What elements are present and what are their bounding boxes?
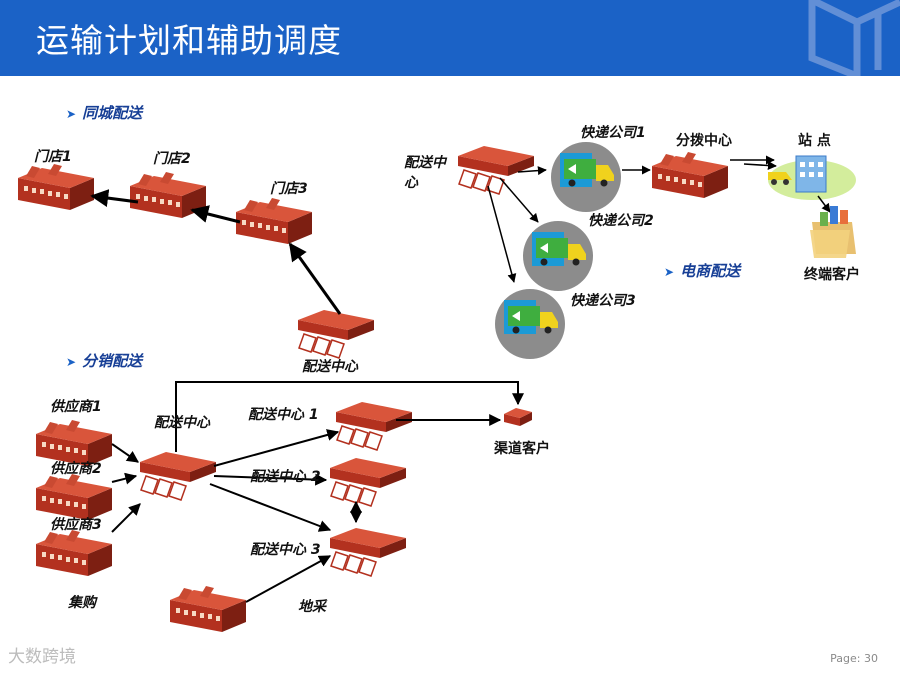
watermark-text: 大数跨境 [8,647,76,667]
label-same-city-dc: 配送中心 [302,359,358,375]
label-supplier1: 供应商1 [50,399,102,415]
arrow-supplier3-to-dc [111,503,141,533]
same-city-dc-icon [297,309,375,359]
arrow-supplier2-to-dc [111,472,138,485]
label-express2: 快递公司2 [588,213,654,229]
express3-truck-icon [495,289,565,359]
label-sorting-center: 分拨中心 [676,133,732,149]
page-number: Page: 30 [830,652,878,665]
label-group-purchase: 集购 [68,595,96,611]
label-express3: 快递公司3 [570,293,636,309]
station-icon [768,155,856,200]
store1-building-icon [18,164,94,210]
store3-building-icon [236,198,312,244]
arrow-supplier1-to-dc [111,443,139,463]
section-same-city-label: 同城配送 [82,104,143,122]
label-station: 站 点 [798,133,831,149]
supplier3-building-icon [36,530,112,576]
arrow-dc-to-dc2 [213,473,328,486]
label-dc2: 配送中心 2 [250,469,321,485]
label-ecom-dc-line2: 心 [404,175,418,191]
watermark: 大数跨境 [8,642,76,667]
express1-truck-icon [551,142,621,212]
label-supplier2: 供应商2 [50,461,102,477]
local-purchase-building-icon [170,586,246,632]
label-dc1: 配送中心 1 [248,407,319,423]
dc1-icon [335,401,413,451]
dc3-icon [329,527,407,577]
label-store1: 门店1 [34,149,72,165]
section-same-city: ➤同城配送 [66,104,143,122]
section-ecommerce-label: 电商配送 [680,262,741,280]
section-distribution-label: 分销配送 [82,352,143,370]
dc2-icon [329,457,407,507]
ecom-dc-icon [457,145,535,195]
label-channel-customer: 渠道客户 [494,441,550,457]
express2-truck-icon [523,221,593,291]
label-ecom-dc-line1: 配送中 [404,155,446,171]
label-local-purchase: 地采 [298,599,326,615]
arrow-local-purchase-to-dc3 [245,555,332,603]
label-end-customer: 终端客户 [804,267,860,283]
arrow-dc-to-dc3 [209,483,332,532]
arrow-sorting-to-station-2 [743,161,777,170]
section-ecommerce: ➤电商配送 [664,262,741,280]
arrow-dc-to-channel-direct [175,381,524,452]
arrow-store2-to-store1 [90,189,139,208]
title-bar: 运输计划和辅助调度 [0,0,900,76]
label-store2: 门店2 [153,151,191,167]
section-distribution: ➤分销配送 [66,352,143,370]
sorting-center-building-icon [652,152,728,198]
label-express1: 快递公司1 [580,125,646,141]
label-store3: 门店3 [270,181,308,197]
arrow-dc-to-express1 [517,166,547,176]
label-main-dc: 配送中心 [154,415,210,431]
arrow-dc-to-express2 [499,177,539,223]
arrow-dc-to-express3 [487,185,517,283]
main-dc-icon [139,451,217,501]
label-supplier3: 供应商3 [50,517,102,533]
end-customer-icon [810,206,856,258]
arrow-store3-to-store2 [190,205,241,224]
arrow-dc-to-store3 [288,242,342,315]
arrow-dc-to-dc1 [213,429,340,467]
arrow-station-to-customer [817,195,831,213]
slide-title: 运输计划和辅助调度 [36,21,342,60]
label-dc3: 配送中心 3 [250,542,321,558]
channel-customer-icon [504,408,532,426]
cube-logo-icon [808,0,900,76]
